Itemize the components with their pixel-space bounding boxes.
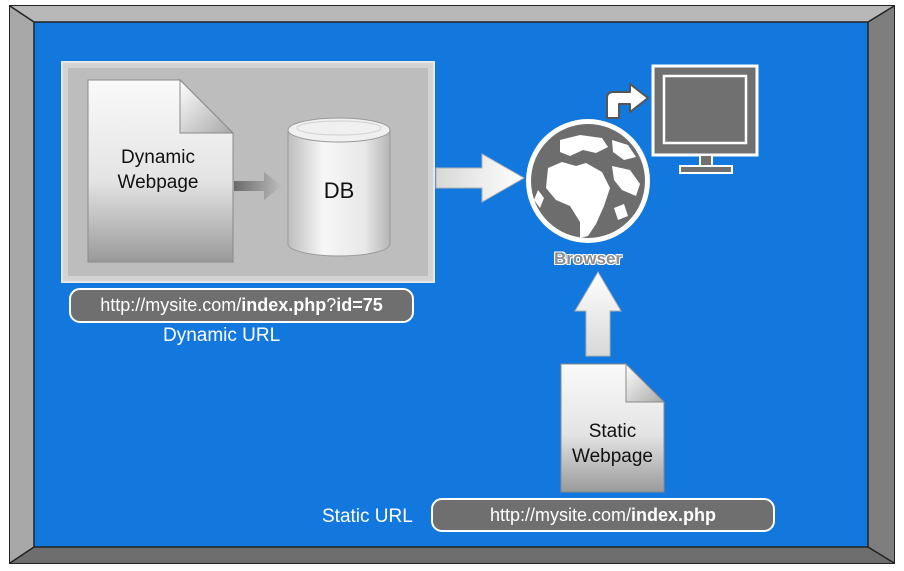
redirect-arrow-icon (606, 83, 649, 119)
static-to-browser-arrow (574, 271, 622, 357)
static-url: http://mysite.com/index.php (432, 504, 774, 526)
globe-icon (526, 119, 650, 243)
monitor-icon (651, 64, 759, 174)
static-url-caption: Static URL (322, 506, 413, 527)
panel-to-browser-arrow (435, 153, 526, 203)
dynamic-webpage-label: Dynamic Webpage (117, 147, 199, 193)
dynamic-url-query: id=75 (336, 295, 383, 315)
dynamic-url-query-separator: ? (326, 295, 337, 315)
static-webpage-document-icon (560, 362, 666, 493)
static-url-base: http://mysite.com/ (489, 505, 632, 525)
static-webpage-label: Static Webpage (572, 421, 653, 467)
db-label: DB (323, 178, 355, 203)
doc-to-db-arrow (234, 172, 282, 200)
browser-label: Browser (553, 249, 623, 268)
database-cylinder-icon (287, 117, 391, 257)
dynamic-url-pill (69, 288, 414, 323)
dynamic-url-base: http://mysite.com/ (100, 295, 242, 315)
dynamic-url-page: index.php (241, 295, 327, 315)
dynamic-webpage-document-icon (87, 78, 235, 263)
static-url-page: index.php (631, 505, 717, 525)
dynamic-url: http://mysite.com/index.php?id=75 (70, 294, 413, 316)
static-url-pill (431, 498, 775, 532)
dynamic-url-caption: Dynamic URL (163, 325, 281, 346)
